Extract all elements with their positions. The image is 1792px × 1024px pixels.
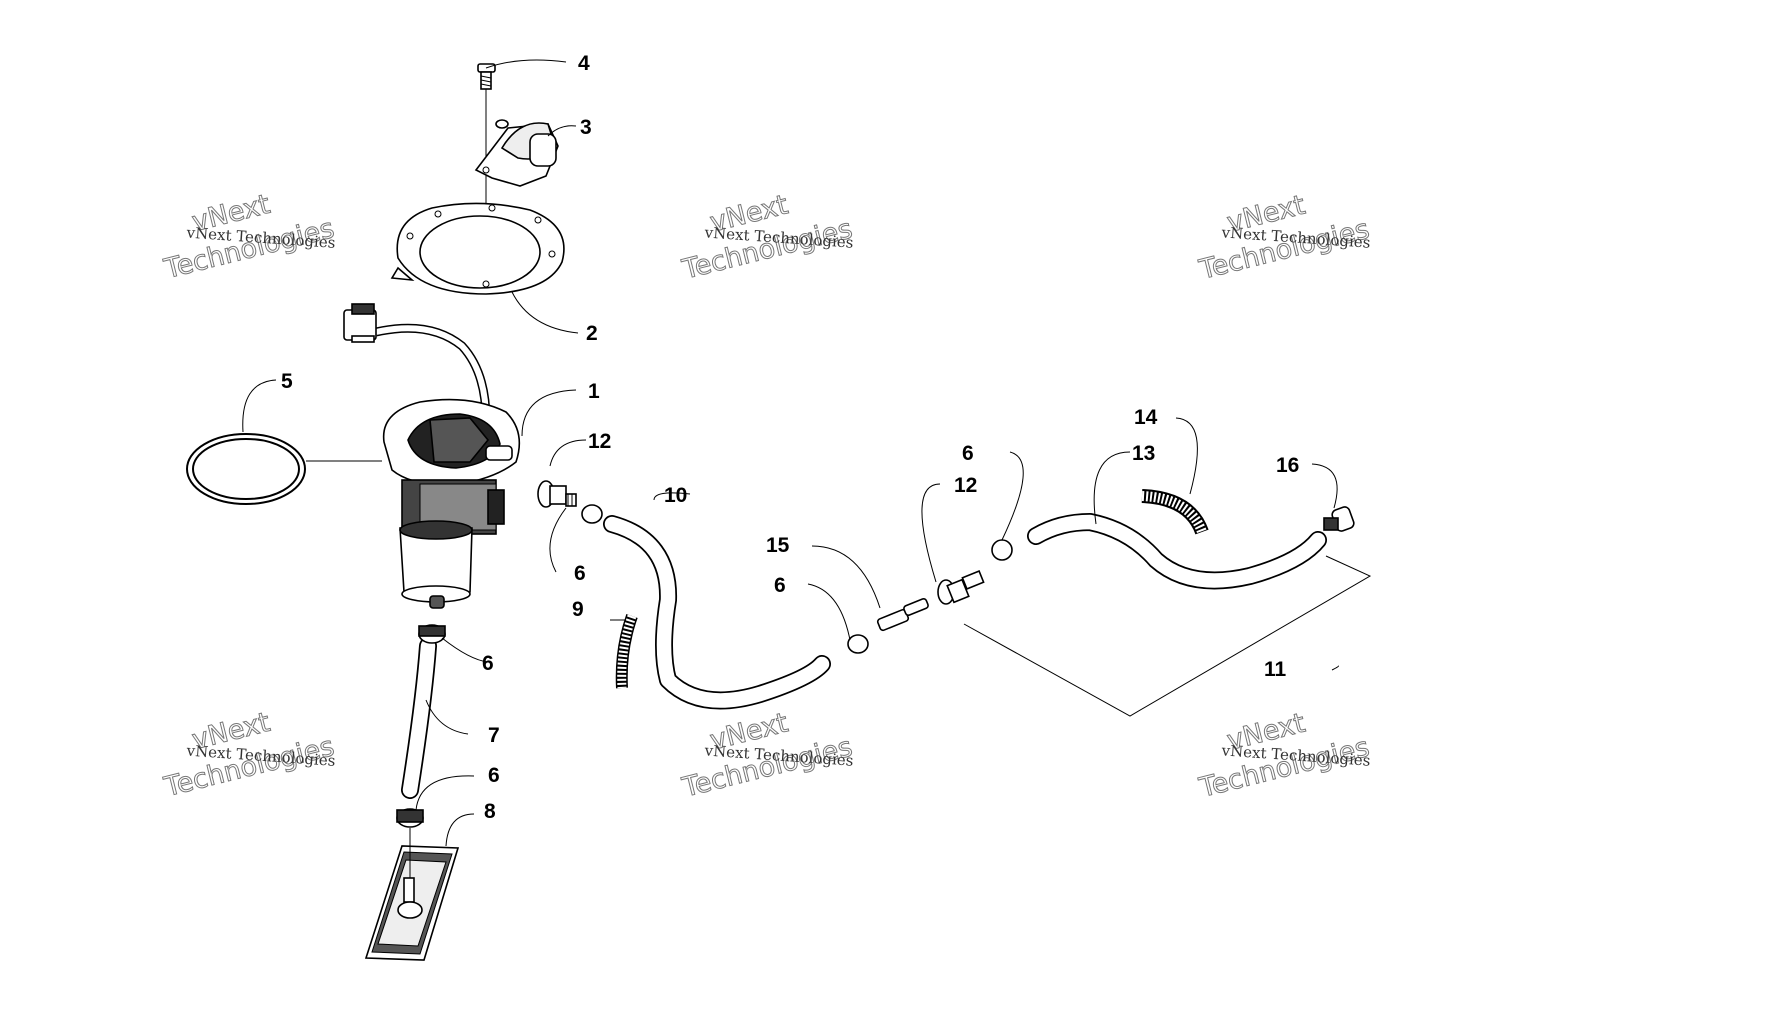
part-hose-return (1027, 513, 1327, 590)
callout-16: 16 (1276, 454, 1299, 477)
callout-9: 9 (572, 598, 584, 621)
part-bolt (477, 63, 496, 90)
callout-6-upper-left: 6 (482, 652, 494, 675)
part-fuel-pump-assembly (343, 303, 521, 609)
part-o-ring (186, 433, 306, 505)
part-gasket-plate (390, 202, 565, 295)
callout-7: 7 (488, 724, 500, 747)
callout-14: 14 (1134, 406, 1158, 429)
part-corrugated-sleeve-right (1141, 489, 1209, 535)
callout-15: 15 (766, 534, 790, 557)
callout-6-center: 6 (774, 574, 786, 597)
callout-4: 4 (578, 52, 590, 75)
part-elbow-fitting (1323, 506, 1355, 532)
watermark-bottom-center: vNext Technologies vNext Technologies (678, 707, 856, 804)
part-clamp-upper-left (418, 624, 446, 644)
assembly-group-bracket (963, 555, 1372, 717)
callout-3: 3 (580, 116, 592, 139)
callout-6-left-mid: 6 (574, 562, 586, 585)
part-quick-connect-center (937, 570, 985, 605)
part-quick-connect-left (537, 480, 577, 508)
part-clamp-mid-center (847, 634, 869, 654)
part-retainer-bracket (474, 119, 559, 187)
part-fuel-filter (364, 828, 460, 961)
part-corrugated-sleeve (615, 614, 638, 689)
part-clamp-mid-right (991, 539, 1013, 561)
callout-5: 5 (281, 370, 293, 393)
leader-lines (242, 59, 1339, 847)
part-union-fitting (876, 597, 929, 632)
callout-13: 13 (1132, 442, 1155, 465)
part-hose-long (603, 515, 831, 710)
callout-10: 10 (664, 484, 687, 507)
callout-11: 11 (1264, 658, 1287, 681)
callout-8: 8 (484, 800, 496, 823)
callout-6-lower-left: 6 (488, 764, 500, 787)
watermark-top-right: vNext Technologies vNext Technologies (1195, 189, 1373, 286)
part-clamp-mid-left (581, 504, 603, 524)
callout-labels: 4 3 2 1 5 12 10 6 9 6 7 6 8 15 6 12 6 13… (281, 52, 1299, 823)
part-hose-short (401, 637, 437, 799)
part-clamp-lower-left (396, 808, 424, 828)
callout-6-right: 6 (962, 442, 974, 465)
callout-12-left: 12 (588, 430, 611, 453)
watermark-bottom-right: vNext Technologies vNext Technologies (1195, 707, 1373, 804)
callout-2: 2 (586, 322, 598, 345)
watermark-bottom-left: vNext Technologies vNext Technologies (160, 706, 338, 803)
callout-12-center: 12 (954, 474, 977, 497)
callout-1: 1 (588, 380, 600, 403)
watermark-top-left: vNext Technologies vNext Technologies (160, 188, 338, 285)
watermark-top-center: vNext Technologies vNext Technologies (678, 189, 856, 286)
